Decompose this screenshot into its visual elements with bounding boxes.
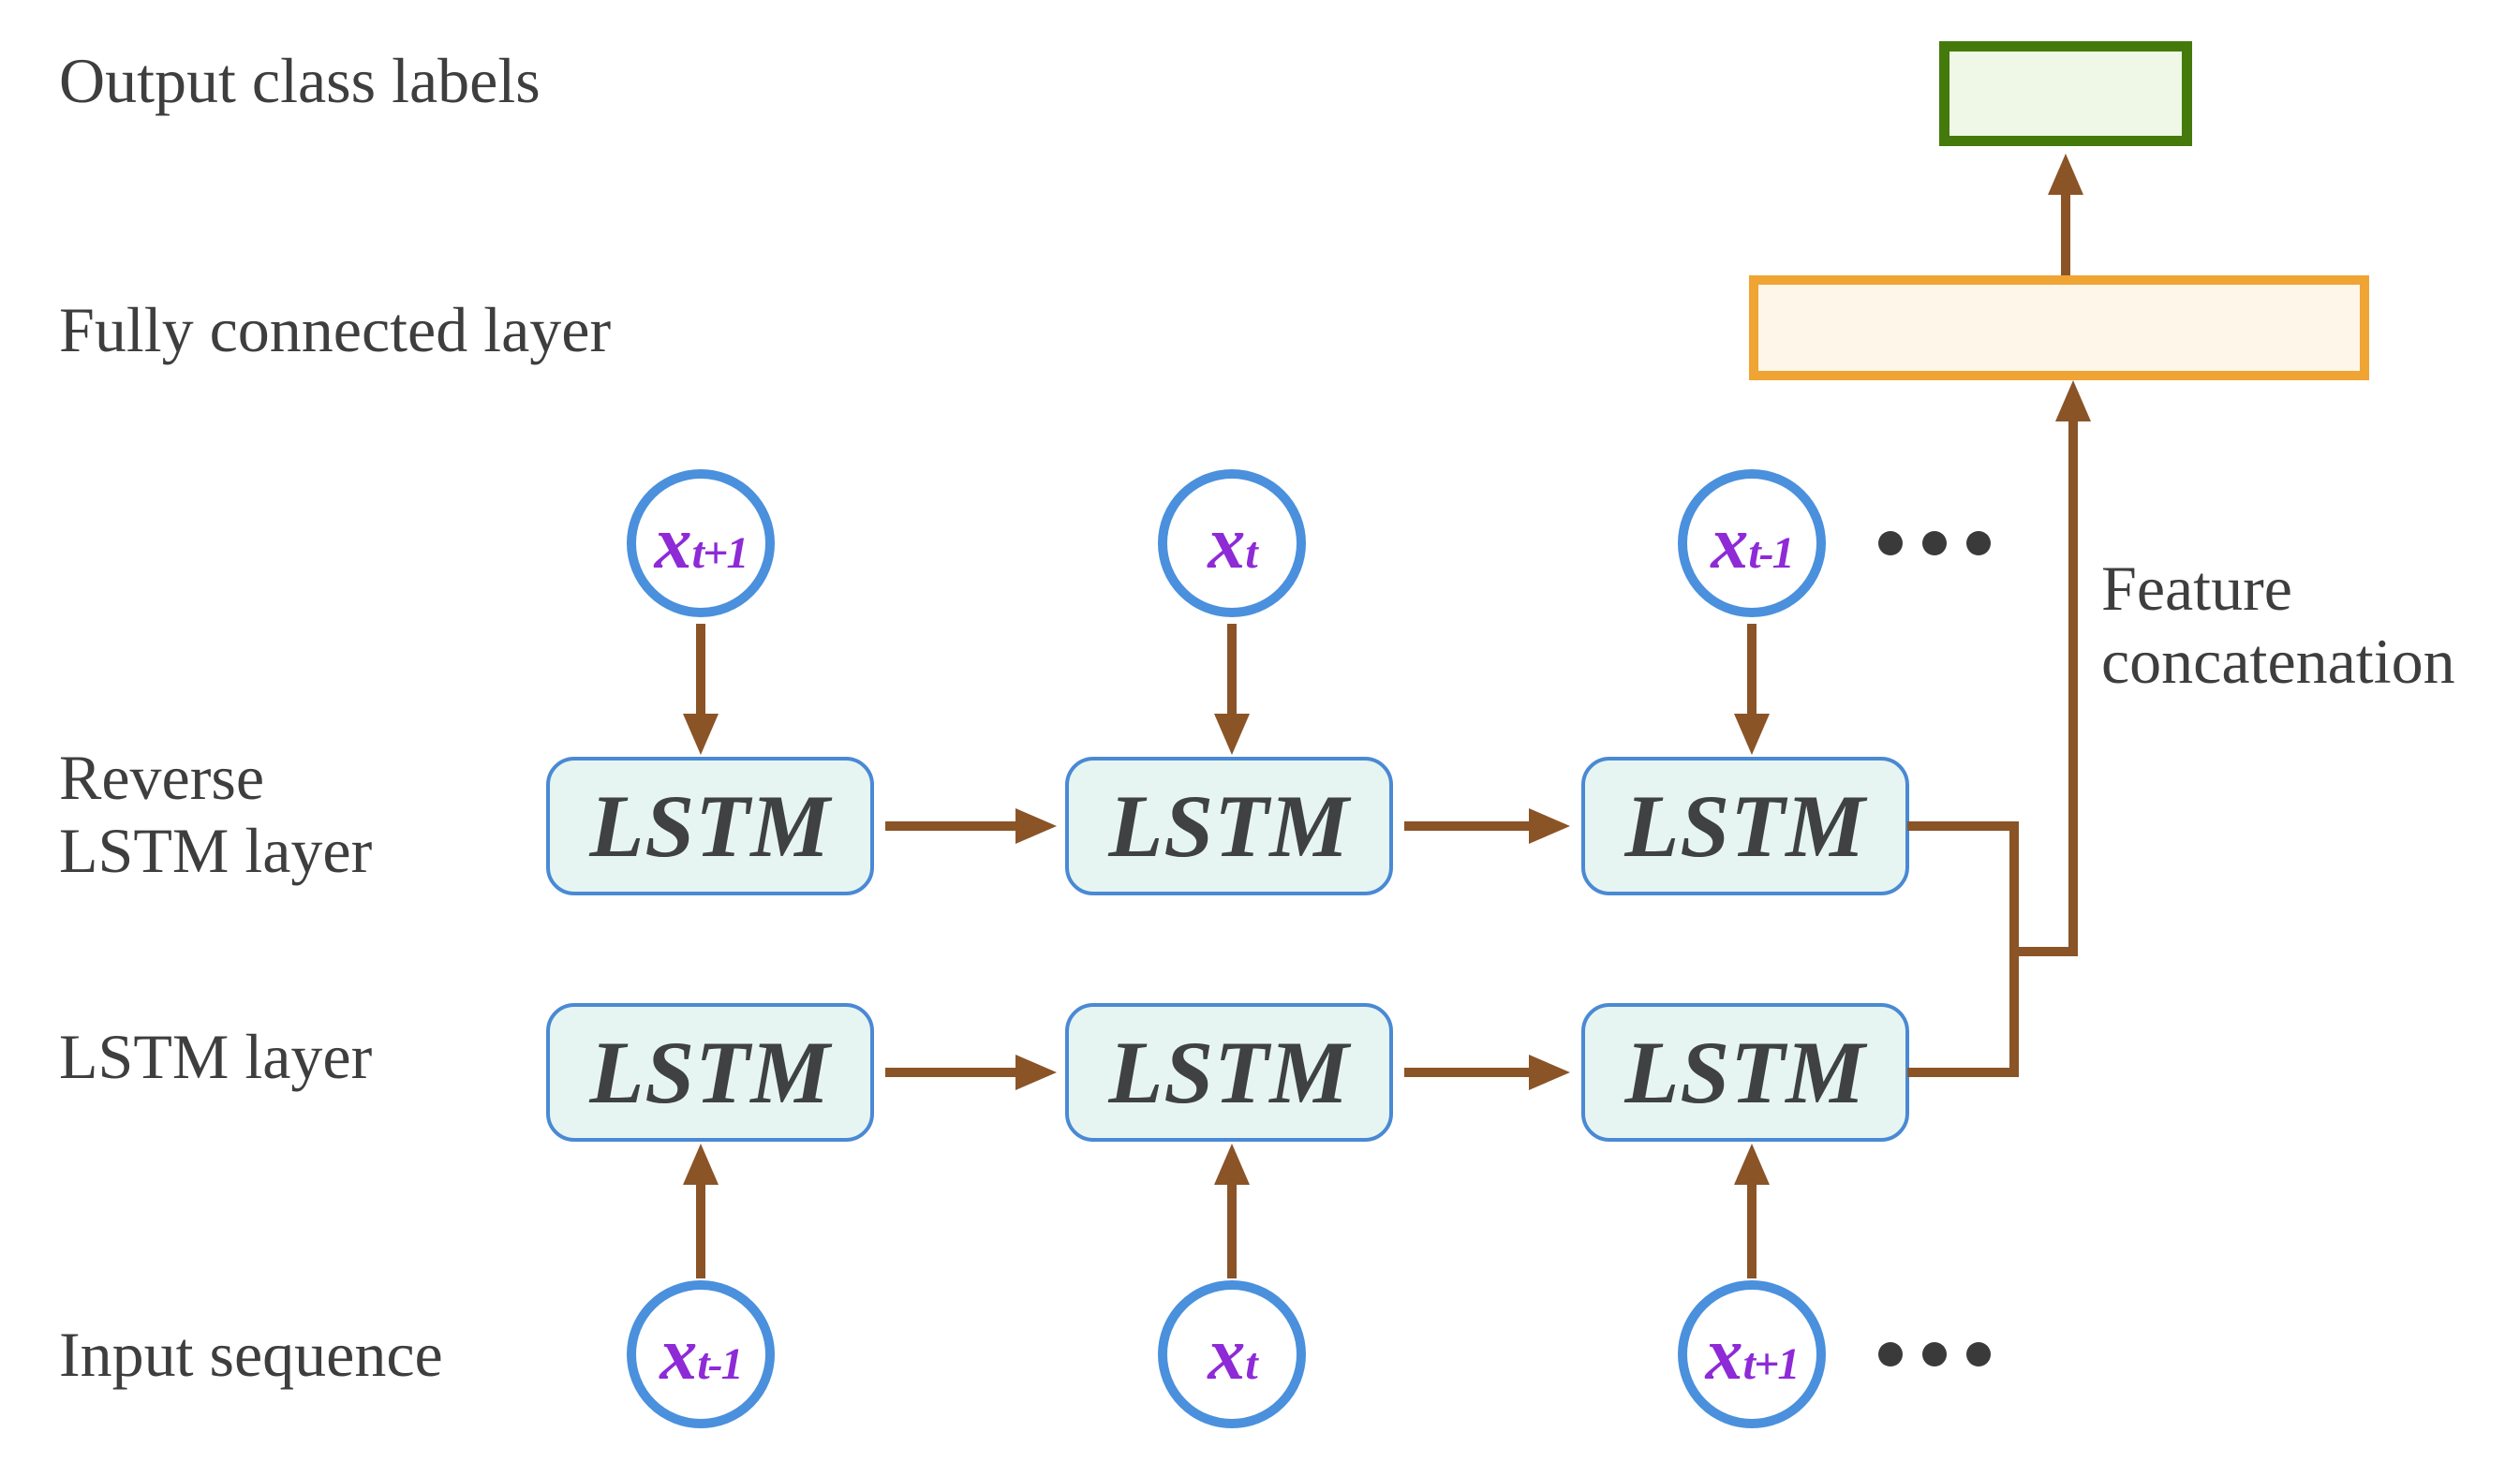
reverse-row-arrow-2-icon <box>1404 808 1570 844</box>
feature-concatenation-label: Feature concatenation <box>2101 552 2455 698</box>
reverse-row-ellipsis-icon <box>1878 531 1991 555</box>
lstm-node-forward-2-label: LSTM <box>1108 1023 1350 1122</box>
lstm-node-reverse-3-label: LSTM <box>1624 776 1866 876</box>
reverse-input-arrow-1-icon <box>683 624 719 755</box>
reverse-lstm-layer-label: Reverse LSTM layer <box>59 741 372 887</box>
fc-to-output-arrow-icon <box>2048 154 2083 275</box>
lstm-node-reverse-1: LSTM <box>546 757 874 895</box>
input-node-reverse-1-base: x <box>654 501 692 584</box>
forward-row-arrow-2-icon <box>1404 1055 1570 1090</box>
reverse-row-arrow-1-icon <box>885 808 1057 844</box>
bracket-top-segment <box>1907 821 2019 831</box>
reverse-lstm-layer-label-line1: Reverse <box>59 742 265 813</box>
input-node-forward-1-subscript: t-1 <box>697 1339 743 1390</box>
fully-connected-layer-label: Fully connected layer <box>59 294 612 365</box>
ellipsis-dot <box>1878 1342 1903 1366</box>
lstm-node-reverse-3: LSTM <box>1581 757 1909 895</box>
forward-input-arrow-2-icon <box>1214 1144 1250 1278</box>
bracket-bottom-segment <box>1907 1068 2019 1077</box>
lstm-node-reverse-2-label: LSTM <box>1108 776 1350 876</box>
ellipsis-dot <box>1922 531 1947 555</box>
feature-concatenation-arrow-icon <box>2055 380 2091 956</box>
forward-input-arrow-1-icon <box>683 1144 719 1278</box>
input-node-forward-3-subscript: t+1 <box>1742 1339 1801 1390</box>
input-node-reverse-2-base: x <box>1208 501 1246 584</box>
reverse-lstm-layer-label-line2: LSTM layer <box>59 815 373 886</box>
lstm-node-forward-2: LSTM <box>1065 1003 1393 1142</box>
lstm-layer-label: LSTM layer <box>59 1021 373 1092</box>
lstm-node-reverse-2: LSTM <box>1065 757 1393 895</box>
lstm-node-forward-3: LSTM <box>1581 1003 1909 1142</box>
input-node-reverse-3-base: x <box>1711 501 1749 584</box>
input-node-forward-2-subscript: t <box>1245 1339 1257 1390</box>
ellipsis-dot <box>1878 531 1903 555</box>
fully-connected-box <box>1749 275 2369 380</box>
input-sequence-label: Input sequence <box>59 1319 443 1390</box>
ellipsis-dot <box>1922 1342 1947 1366</box>
input-node-forward-1-base: x <box>660 1312 698 1396</box>
ellipsis-dot <box>1966 1342 1991 1366</box>
reverse-input-arrow-3-icon <box>1734 624 1770 755</box>
forward-row-arrow-1-icon <box>885 1055 1057 1090</box>
input-node-reverse-1-subscript: t+1 <box>691 528 749 579</box>
ellipsis-dot <box>1966 531 1991 555</box>
lstm-node-forward-1: LSTM <box>546 1003 874 1142</box>
forward-row-ellipsis-icon <box>1878 1342 1991 1366</box>
bracket-jog-segment <box>2009 947 2078 956</box>
input-node-reverse-3-subscript: t-1 <box>1748 528 1794 579</box>
feature-concatenation-label-line1: Feature <box>2101 553 2292 624</box>
lstm-node-reverse-1-label: LSTM <box>589 776 831 876</box>
output-class-labels-label: Output class labels <box>59 45 541 116</box>
feature-concatenation-label-line2: concatenation <box>2101 626 2455 697</box>
reverse-input-arrow-2-icon <box>1214 624 1250 755</box>
lstm-node-forward-1-label: LSTM <box>589 1023 831 1122</box>
lstm-node-forward-3-label: LSTM <box>1624 1023 1866 1122</box>
forward-input-arrow-3-icon <box>1734 1144 1770 1278</box>
output-class-box <box>1939 41 2192 146</box>
input-node-reverse-2-subscript: t <box>1245 528 1257 579</box>
input-node-forward-3-base: x <box>1705 1312 1743 1396</box>
input-node-forward-2-base: x <box>1208 1312 1246 1396</box>
